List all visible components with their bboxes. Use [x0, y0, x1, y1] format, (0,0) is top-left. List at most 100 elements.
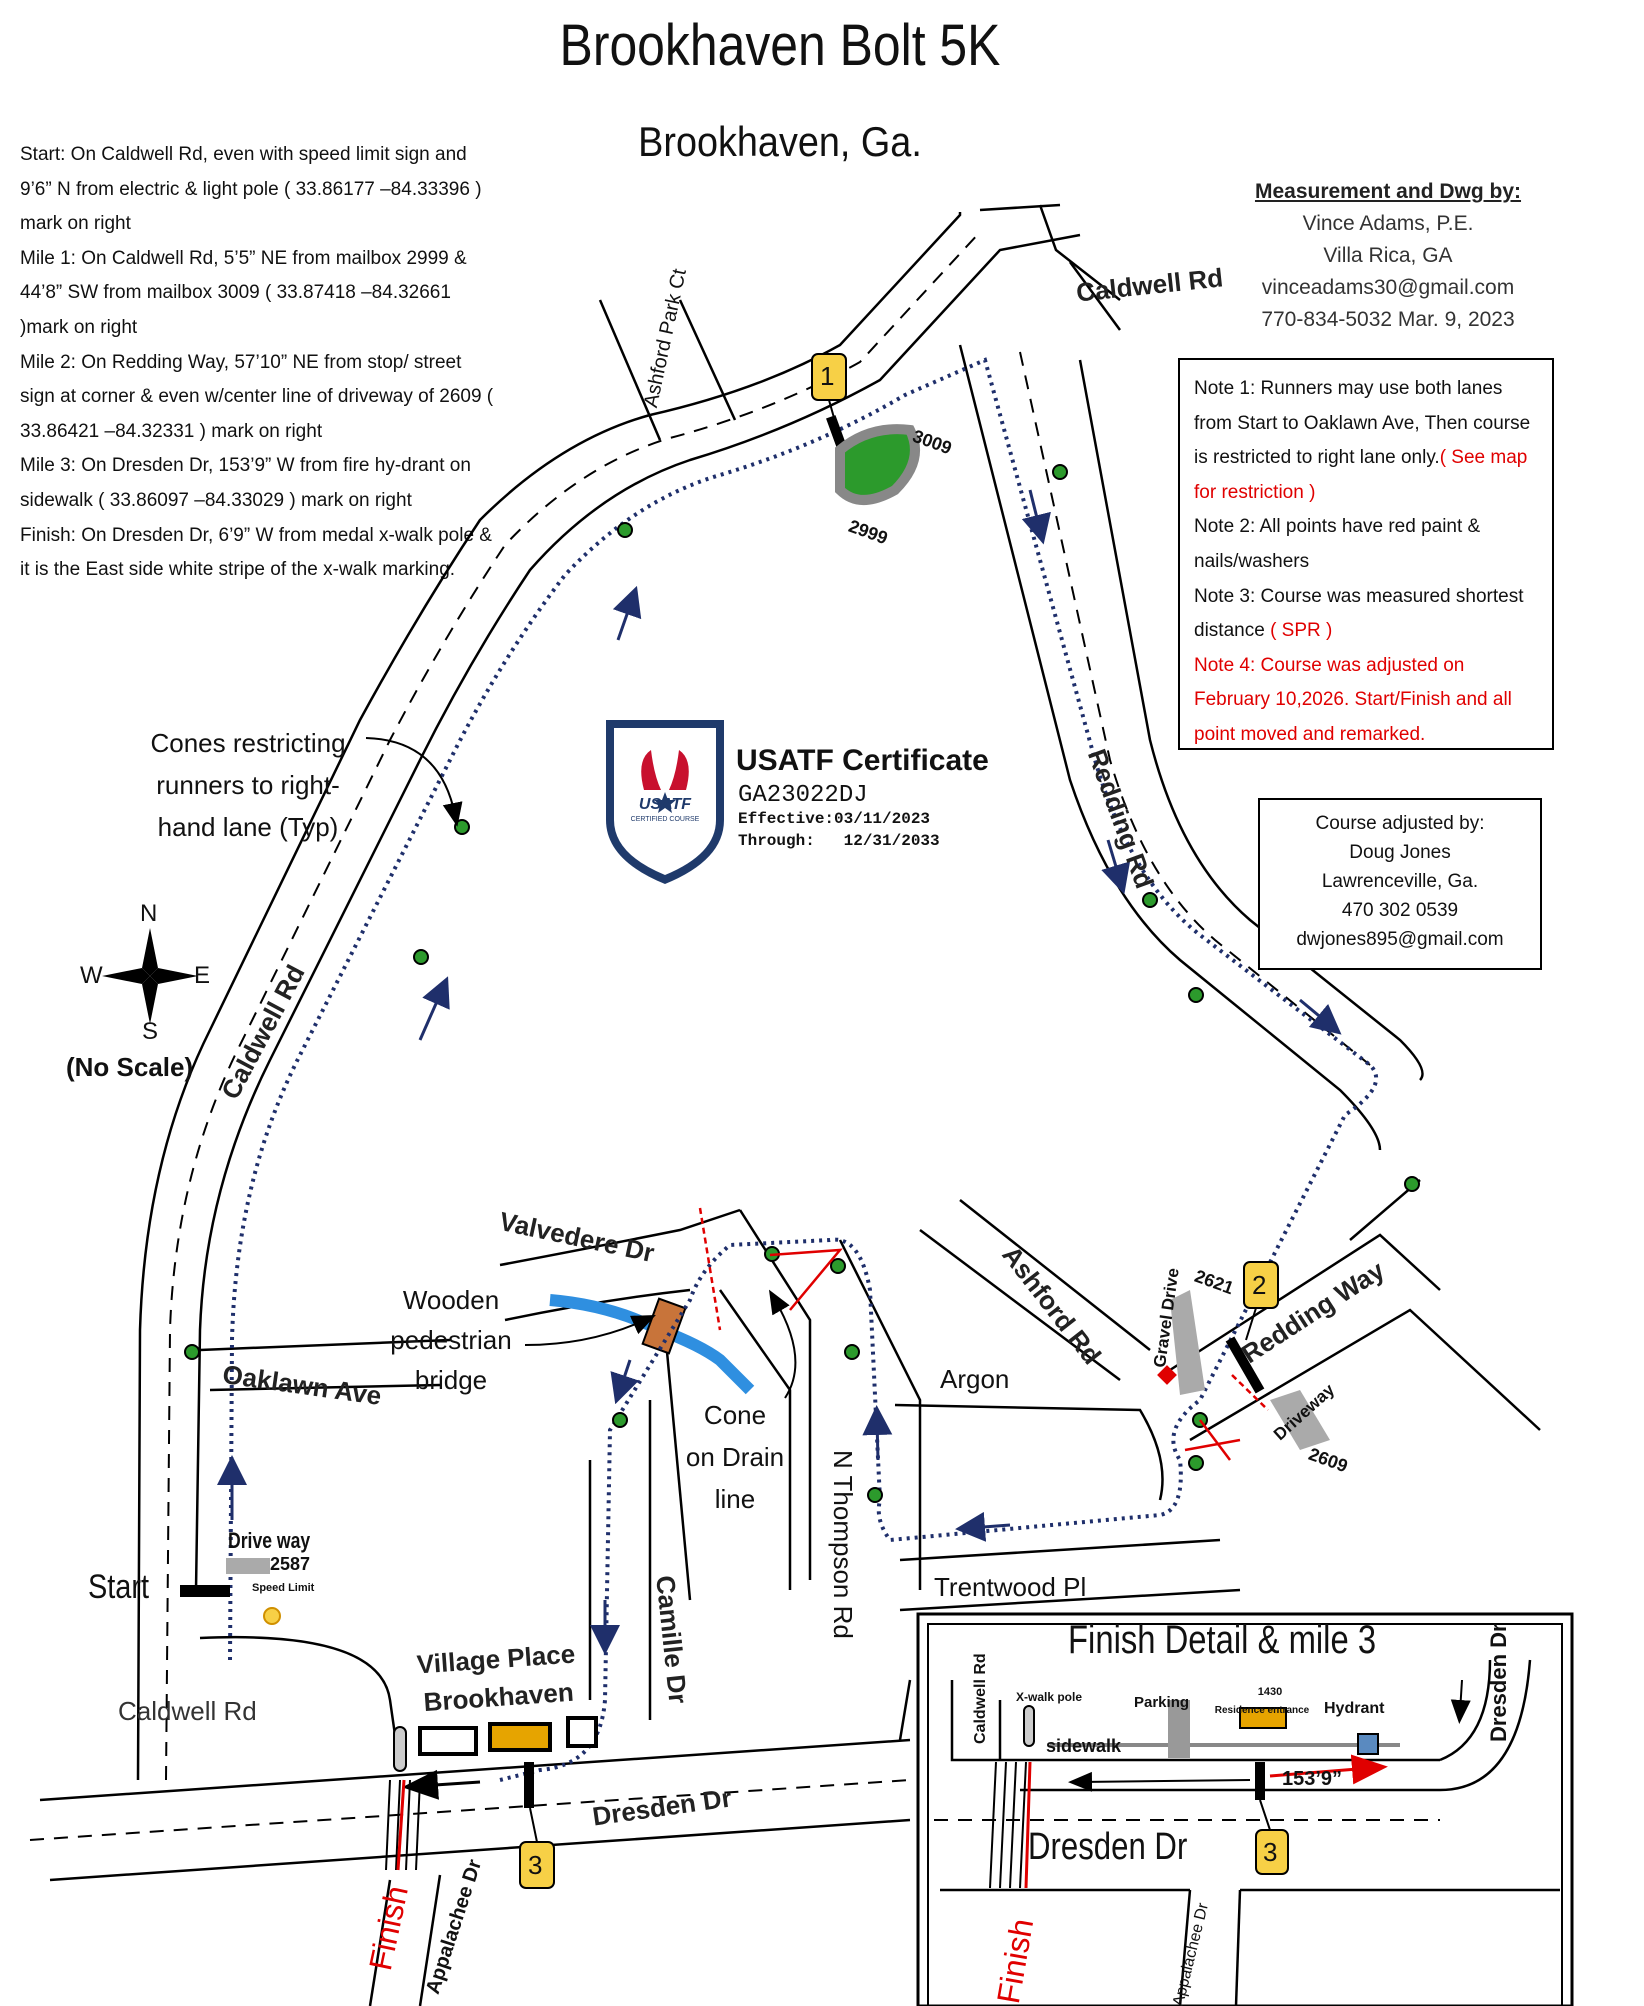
mile2-tag — [1243, 1261, 1279, 1341]
label-trentwood: Trentwood Pl — [934, 1572, 1087, 1602]
certificate-number: GA23022DJ — [738, 782, 868, 809]
credit-name: Vince Adams, P.E. — [1302, 212, 1474, 235]
adjusted-name: Doug Jones — [1349, 842, 1451, 863]
compass-rose — [102, 928, 198, 1024]
redding-way-road — [1169, 1179, 1541, 1442]
note-1-red: ( See map for restriction ) — [1194, 447, 1528, 503]
driveway-2587 — [226, 1558, 270, 1574]
driveway-2609 — [1270, 1390, 1330, 1450]
map-title: Brookhaven Bolt 5K — [559, 13, 1001, 78]
adjusted-phone: 470 302 0539 — [1341, 900, 1459, 921]
credit-email: vinceadams30@gmail.com — [1261, 276, 1515, 299]
adjusted-city: Lawrenceville, Ga. — [1321, 871, 1479, 892]
label-speed-limit: Speed Limit — [252, 1582, 315, 1594]
building-2 — [488, 1722, 552, 1752]
inset-crosswalk — [989, 1761, 1027, 1889]
note-2: Note 2: All points have red paint & nail… — [1194, 516, 1481, 572]
finish-crosswalk — [385, 1779, 421, 1871]
credit-city: Villa Rica, GA — [1323, 244, 1453, 267]
no-scale-label: (No Scale) — [66, 1052, 194, 1082]
certificate-through: Through: 12/31/2033 — [738, 832, 940, 850]
restriction-lines — [698, 1207, 1269, 1461]
stop-sign — [1157, 1365, 1177, 1385]
label-start: Start — [88, 1568, 150, 1606]
label-n-thompson: N Thompson Rd — [828, 1450, 858, 1639]
credit-heading: Measurement and Dwg by: — [1254, 180, 1522, 203]
measurement-credit: Measurement and Dwg by: Vince Adams, P.E… — [1218, 176, 1558, 336]
compass-e: E — [194, 962, 211, 989]
redding-rd-road — [958, 344, 1424, 1151]
inset-hydrant-label: Hydrant — [1324, 1700, 1385, 1717]
cones-callout: Cones restricting runners to right- hand… — [150, 728, 346, 842]
mile1-tag — [811, 353, 847, 426]
mile2-number: 2 — [1252, 1270, 1267, 1300]
adjusted-by-box: Course adjusted by: Doug Jones Lawrencev… — [1258, 798, 1542, 970]
building-1 — [418, 1726, 478, 1756]
dresden-arrow — [402, 1769, 481, 1800]
appalachee-dr-road — [368, 1874, 442, 2006]
inset-parking — [1168, 1700, 1190, 1758]
label-argon: Argon — [940, 1364, 1010, 1394]
mile2-description: Mile 2: On Redding Way, 57’10” NE from s… — [20, 351, 494, 442]
note-4: Note 4: Course was adjusted on February … — [1194, 654, 1512, 745]
inset-parking-label: Parking — [1134, 1694, 1190, 1711]
notes-box: Note 1: Runners may use both lanes from … — [1178, 358, 1554, 750]
mile1-description: Mile 1: On Caldwell Rd, 5’5” NE from mai… — [20, 247, 467, 338]
certificate-effective: Effective:03/11/2023 — [738, 810, 931, 828]
inset-sidewalk-label: sidewalk — [1046, 1736, 1122, 1756]
finish-line — [396, 1779, 406, 1871]
note-1: Note 1: Runners may use both lanes from … — [1194, 378, 1531, 503]
light-pole — [263, 1607, 281, 1625]
inset-mile3-tag — [1255, 1799, 1289, 1875]
mile1-lawn — [835, 424, 920, 505]
inset-dresden-vertical: Dresden Dr — [1486, 1623, 1511, 1742]
trentwood-pl-road — [899, 1538, 1241, 1612]
address-2587: 2587 — [270, 1554, 311, 1574]
mile3-mark — [524, 1762, 534, 1808]
inset-residence — [1239, 1707, 1287, 1729]
inset-residence-label: Residence entrance — [1214, 1705, 1310, 1716]
inset-xwalk-pole-label: X-walk pole — [1016, 1690, 1083, 1704]
creek — [549, 1294, 755, 1395]
inset-mile3-number: 3 — [1263, 1837, 1278, 1867]
course-direction-arrows — [217, 489, 1342, 1655]
bridge-callout: Wooden pedestrian bridge — [390, 1285, 512, 1395]
cones-callout-arrow — [365, 737, 463, 827]
badge-text: USATF — [638, 796, 692, 813]
dresden-centerline — [29, 1779, 911, 1841]
note-3-red: ( SPR ) — [1270, 620, 1333, 642]
label-drive-way: Drive way — [228, 1528, 311, 1553]
wooden-bridge — [641, 1297, 687, 1355]
building-3 — [566, 1716, 598, 1748]
inset-distance: 153’9” — [1282, 1768, 1343, 1790]
mile2-mark — [1225, 1336, 1265, 1394]
mile3-tag — [519, 1807, 555, 1889]
compass-s: S — [142, 1018, 159, 1045]
note-3: Note 3: Course was measured shortest dis… — [1194, 585, 1524, 642]
inset-xwalk-pole — [1023, 1705, 1035, 1747]
credit-phone-date: 770-834-5032 Mar. 9, 2023 — [1261, 308, 1515, 331]
point-descriptions: Start: On Caldwell Rd, even with speed l… — [20, 138, 500, 588]
course-route — [228, 357, 1379, 1782]
adjusted-email: dwjones895@gmail.com — [1296, 929, 1504, 950]
mile1-number: 1 — [820, 361, 835, 391]
cone-drain-callout: Cone on Drain line — [685, 1400, 785, 1514]
cone-callout-arrow — [768, 1289, 797, 1399]
map-subtitle: Brookhaven, Ga. — [638, 118, 922, 165]
finish-detail-title: Finish Detail & mile 3 — [1068, 1618, 1377, 1662]
bridge-callout-arrow — [524, 1315, 656, 1346]
start-description: Start: On Caldwell Rd, even with speed l… — [20, 144, 482, 235]
inset-caldwell: Caldwell Rd — [972, 1653, 989, 1744]
gravel-drive — [1170, 1290, 1205, 1395]
usatf-badge — [606, 720, 724, 884]
label-village-place: Village Place Brookhaven — [415, 1638, 577, 1718]
ashford-rd-road — [919, 1199, 1151, 1381]
inset-residence-num: 1430 — [1257, 1686, 1283, 1698]
badge-subtext: CERTIFIED COURSE — [630, 816, 700, 823]
certificate-title: USATF Certificate — [736, 744, 989, 777]
inset-hydrant — [1357, 1733, 1379, 1755]
oaklawn-ave-road — [199, 1338, 451, 1392]
xwalk-pole — [393, 1726, 407, 1772]
